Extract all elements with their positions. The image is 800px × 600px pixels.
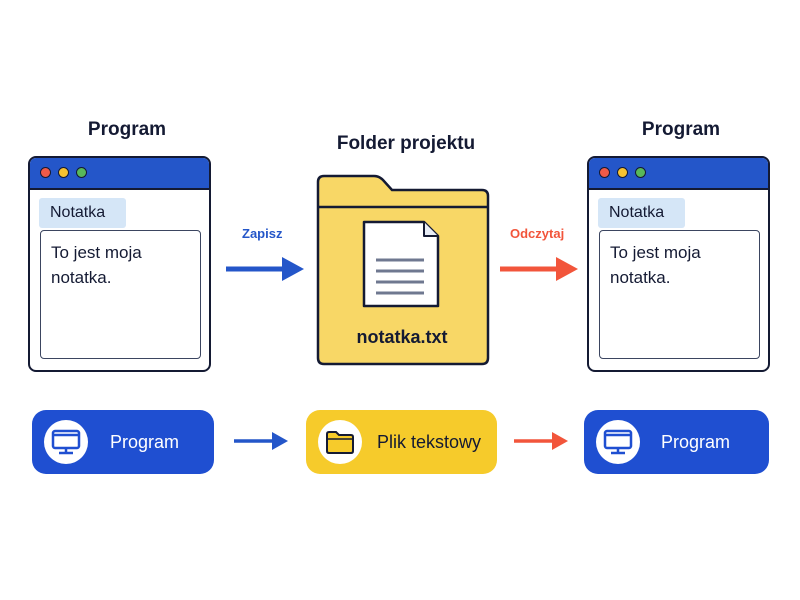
folder-icon — [318, 420, 362, 464]
project-folder: notatka.txt — [314, 172, 490, 366]
save-arrow-icon — [226, 257, 304, 281]
flow-arrow-2-icon — [514, 432, 568, 450]
window-titlebar — [30, 158, 209, 190]
monitor-icon — [596, 420, 640, 464]
folder-icon — [316, 174, 490, 366]
flow-program-left: Program — [32, 410, 214, 474]
flow-program-left-label: Program — [110, 432, 180, 452]
flow-program-right: Program — [584, 410, 769, 474]
left-program-heading: Program — [87, 119, 167, 140]
close-dot-icon — [599, 167, 610, 178]
flow-program-right-label: Program — [661, 432, 731, 452]
document-icon — [362, 220, 440, 308]
minimize-dot-icon — [58, 167, 69, 178]
note-tab: Notatka — [598, 198, 685, 228]
window-titlebar — [589, 158, 768, 190]
flow-text-file-label: Plik tekstowy — [377, 432, 482, 452]
read-arrow-icon — [500, 257, 578, 281]
flow-arrow-1-icon — [234, 432, 288, 450]
maximize-dot-icon — [635, 167, 646, 178]
save-arrow-label: Zapisz — [242, 226, 283, 241]
folder-heading: Folder projektu — [336, 133, 476, 154]
right-program-window: Notatka To jest moja notatka. — [587, 156, 770, 372]
right-program-heading: Program — [641, 119, 721, 140]
note-text-area: To jest moja notatka. — [40, 230, 201, 359]
close-dot-icon — [40, 167, 51, 178]
flow-text-file: Plik tekstowy — [306, 410, 497, 474]
file-name-label: notatka.txt — [356, 327, 448, 347]
note-text-area: To jest moja notatka. — [599, 230, 760, 359]
maximize-dot-icon — [76, 167, 87, 178]
note-tab: Notatka — [39, 198, 126, 228]
monitor-icon — [44, 420, 88, 464]
read-arrow-label: Odczytaj — [510, 226, 565, 241]
left-program-window: Notatka To jest moja notatka. — [28, 156, 211, 372]
minimize-dot-icon — [617, 167, 628, 178]
